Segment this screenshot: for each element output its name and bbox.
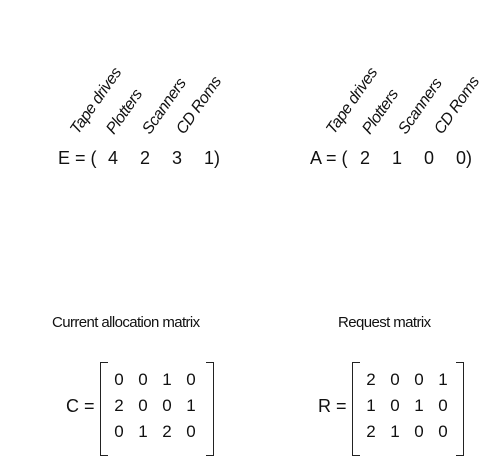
matrix-cell: 0 [138,396,148,415]
matrix-cell: 0 [114,422,124,441]
existing-value: 3 [172,148,183,168]
matrix-cell: 2 [366,422,376,441]
matrix-cell: 0 [390,396,400,415]
available-value: 0) [456,148,473,168]
available-value: 0 [424,148,435,168]
matrix-cell: 0 [438,422,448,441]
matrix-bracket-right [456,362,464,456]
matrix-bracket-left [100,362,108,456]
matrix-cell: 0 [414,422,424,441]
matrix-cell: 0 [390,370,400,389]
matrix-cell: 1 [366,396,376,415]
matrix-cell: 1 [438,370,448,389]
matrix-cell: 0 [186,370,196,389]
available-vector-label: A = ( [310,148,348,168]
matrix-cell: 1 [390,422,400,441]
matrix-cell: 0 [414,370,424,389]
matrix-cell: 0 [138,370,148,389]
matrix-cell: 2 [114,396,124,415]
matrix-cell: 1 [162,370,172,389]
current-allocation-caption: Current allocation matrix [52,314,200,331]
existing-value: 4 [108,148,119,168]
available-value: 1 [392,148,403,168]
existing-value: 1) [204,148,221,168]
matrix-cell: 1 [414,396,424,415]
matrix-cell: 0 [162,396,172,415]
matrix-cell: 1 [138,422,148,441]
matrix-bracket-left [352,362,360,456]
matrix-cell: 2 [162,422,172,441]
existing-vector-label: E = ( [58,148,97,168]
matrix-cell: 0 [114,370,124,389]
matrix-cell: 0 [438,396,448,415]
matrix-cell: 1 [186,396,196,415]
matrix-cell: 0 [186,422,196,441]
available-value: 2 [360,148,371,168]
current-matrix-label: C = [66,396,95,416]
matrix-bracket-right [206,362,214,456]
matrix-cell: 2 [366,370,376,389]
existing-value: 2 [140,148,151,168]
request-matrix-label: R = [318,396,347,416]
request-matrix-caption: Request matrix [338,314,431,331]
